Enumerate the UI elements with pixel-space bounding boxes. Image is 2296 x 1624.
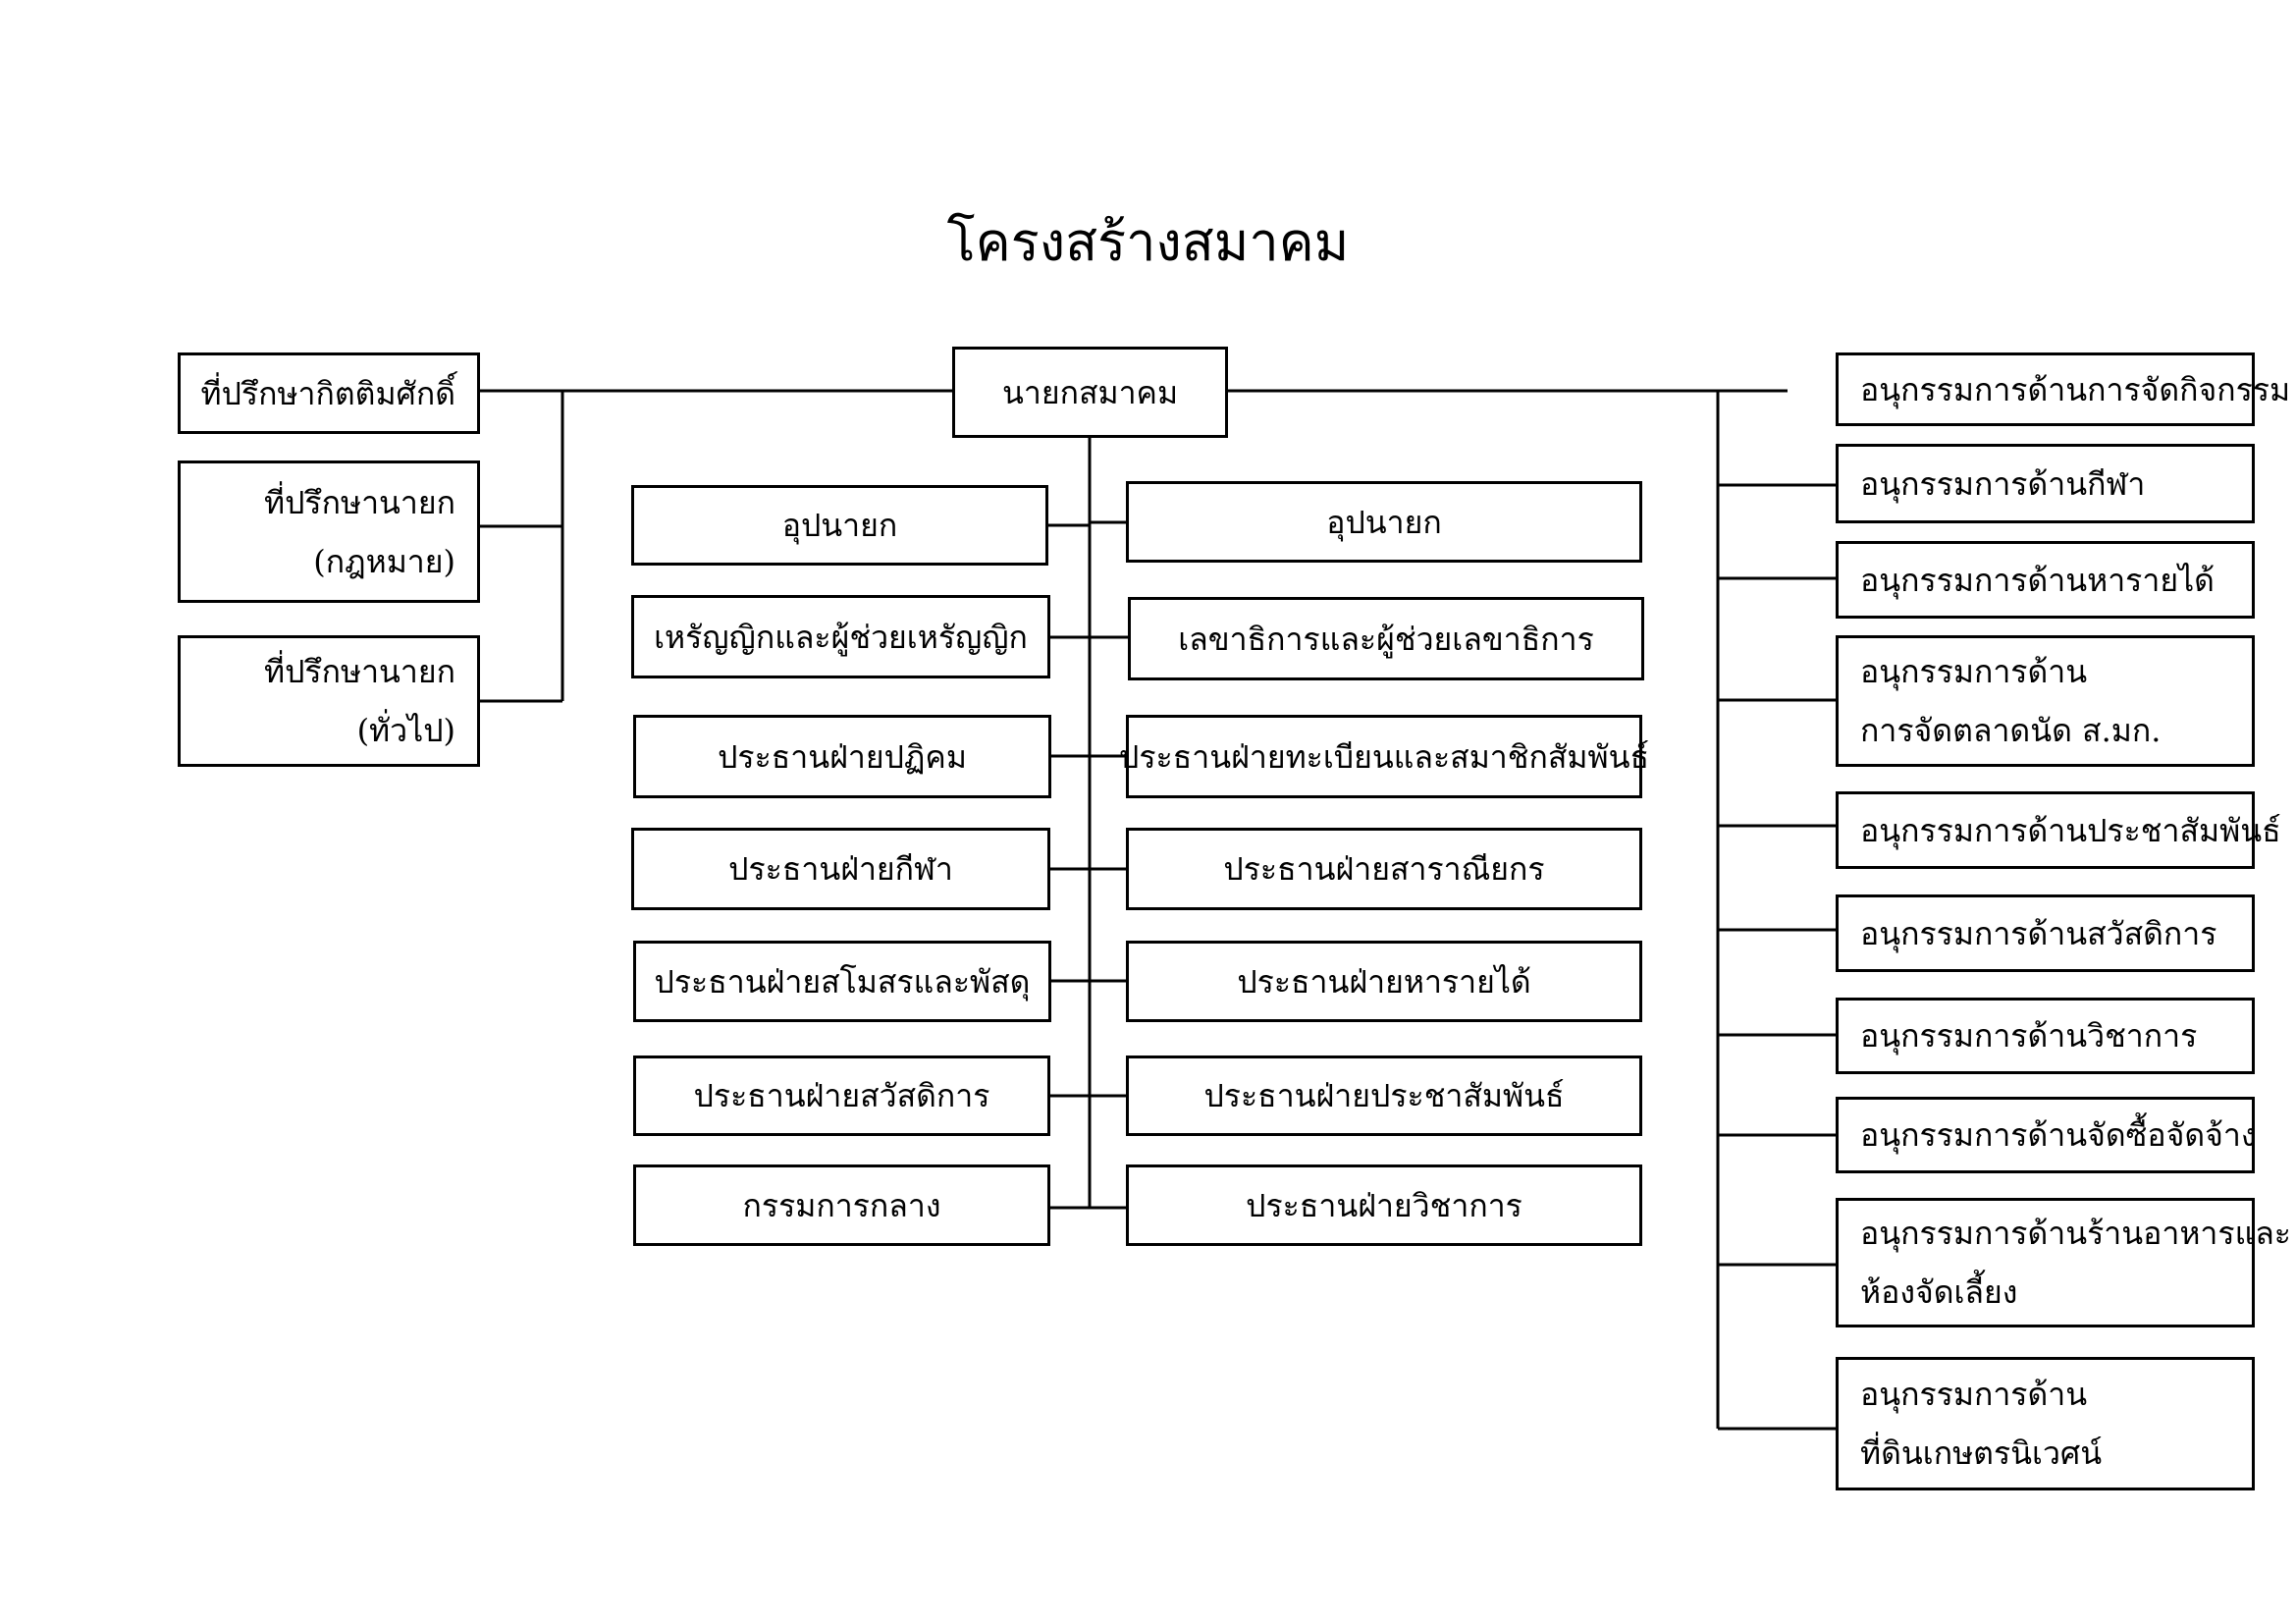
subcommittee-sublabel: การจัดตลาดนัด ส.มก. (1860, 712, 2162, 749)
subcommittee-label: อนุกรรมการด้านการจัดกิจกรรม (1860, 370, 2291, 408)
left-position-box: ประธานฝ่ายปฏิคม (633, 715, 1051, 798)
subcommittee-box: อนุกรรมการด้านประชาสัมพันธ์ (1836, 791, 2281, 869)
advisor-label: ที่ปรึกษากิตติมศักดิ์ (200, 374, 455, 412)
subcommittee-label: อนุกรรมการด้าน (1860, 653, 2088, 690)
subcommittee-box: อนุกรรมการด้านจัดซื้อจัดจ้าง (1836, 1097, 2257, 1173)
left-position-box: เหรัญญิกและผู้ช่วยเหรัญญิก (631, 595, 1050, 678)
right-position-box: ประธานฝ่ายสาราณียกร (1126, 828, 1642, 910)
chart-title: โครงสร้างสมาคม (946, 211, 1350, 273)
subcommittee-label: อนุกรรมการด้านกีฬา (1860, 464, 2146, 503)
right-position-box: อุปนายก (1126, 481, 1642, 563)
advisor-box-honorary: ที่ปรึกษากิตติมศักดิ์ (178, 352, 480, 434)
president-label: นายกสมาคม (1001, 373, 1179, 411)
position-label: ประธานฝ่ายทะเบียนและสมาชิกสัมพันธ์ (1119, 737, 1649, 776)
subcommittee-box: อนุกรรมการด้าน การจัดตลาดนัด ส.มก. (1836, 635, 2255, 767)
position-label: ประธานฝ่ายสโมสรและพัสดุ (654, 962, 1031, 1001)
subcommittee-label: อนุกรรมการด้าน (1860, 1376, 2088, 1413)
subcommittee-box: อนุกรรมการด้านสวัสดิการ (1836, 894, 2255, 972)
position-label: ประธานฝ่ายกีฬา (728, 850, 953, 888)
right-position-box: ประธานฝ่ายทะเบียนและสมาชิกสัมพันธ์ (1119, 715, 1649, 798)
advisor-box-legal: ที่ปรึกษานายก (กฎหมาย) (178, 460, 480, 603)
position-label: อุปนายก (1326, 503, 1442, 541)
advisor-label: ที่ปรึกษานายก (264, 483, 455, 521)
left-position-box: ประธานฝ่ายสโมสรและพัสดุ (633, 941, 1051, 1022)
right-position-box: ประธานฝ่ายวิชาการ (1126, 1164, 1642, 1246)
left-position-box: ประธานฝ่ายกีฬา (631, 828, 1050, 910)
position-label: ประธานฝ่ายวิชาการ (1246, 1186, 1522, 1224)
left-position-box: อุปนายก (631, 485, 1048, 566)
subcommittee-box: อนุกรรมการด้าน ที่ดินเกษตรนิเวศน์ (1836, 1357, 2255, 1490)
subcommittee-label: อนุกรรมการด้านจัดซื้อจัดจ้าง (1860, 1116, 2257, 1154)
subcommittee-box: อนุกรรมการด้านกีฬา (1836, 444, 2255, 523)
advisor-sublabel: (ทั่วไป) (356, 712, 455, 749)
position-label: ประธานฝ่ายปฏิคม (718, 737, 967, 776)
subcommittee-label: อนุกรรมการด้านร้านอาหารและ (1860, 1215, 2291, 1252)
right-position-box: ประธานฝ่ายหารายได้ (1126, 941, 1642, 1022)
advisor-box-general: ที่ปรึกษานายก (ทั่วไป) (178, 635, 480, 767)
position-label: เลขาธิการและผู้ช่วยเลขาธิการ (1178, 620, 1594, 658)
position-label: กรรมการกลาง (742, 1186, 941, 1224)
subcommittee-sublabel: ห้องจัดเลี้ยง (1860, 1273, 2018, 1311)
position-label: เหรัญญิกและผู้ช่วยเหรัญญิก (654, 618, 1028, 656)
position-label: ประธานฝ่ายสวัสดิการ (693, 1077, 990, 1114)
president-box: นายกสมาคม (952, 347, 1228, 438)
subcommittee-sublabel: ที่ดินเกษตรนิเวศน์ (1860, 1435, 2103, 1472)
subcommittee-label: อนุกรรมการด้านหารายได้ (1860, 561, 2215, 599)
left-position-box: ประธานฝ่ายสวัสดิการ (633, 1056, 1050, 1136)
subcommittee-label: อนุกรรมการด้านสวัสดิการ (1860, 914, 2217, 952)
left-position-box: กรรมการกลาง (633, 1164, 1050, 1246)
subcommittee-box: อนุกรรมการด้านหารายได้ (1836, 541, 2255, 619)
subcommittee-box: อนุกรรมการด้านการจัดกิจกรรม (1836, 352, 2291, 426)
position-label: ประธานฝ่ายประชาสัมพันธ์ (1203, 1077, 1565, 1114)
right-position-box: ประธานฝ่ายประชาสัมพันธ์ (1126, 1056, 1642, 1136)
subcommittee-box: อนุกรรมการด้านร้านอาหารและ ห้องจัดเลี้ยง (1836, 1198, 2291, 1327)
advisor-label: ที่ปรึกษานายก (264, 653, 455, 690)
advisor-sublabel: (กฎหมาย) (313, 542, 455, 580)
subcommittee-label: อนุกรรมการด้านวิชาการ (1860, 1017, 2198, 1055)
right-position-box: เลขาธิการและผู้ช่วยเลขาธิการ (1128, 597, 1644, 680)
subcommittee-label: อนุกรรมการด้านประชาสัมพันธ์ (1860, 811, 2281, 849)
subcommittee-box: อนุกรรมการด้านวิชาการ (1836, 998, 2255, 1074)
position-label: อุปนายก (781, 507, 898, 544)
position-label: ประธานฝ่ายหารายได้ (1237, 962, 1531, 1001)
position-label: ประธานฝ่ายสาราณียกร (1223, 850, 1545, 888)
